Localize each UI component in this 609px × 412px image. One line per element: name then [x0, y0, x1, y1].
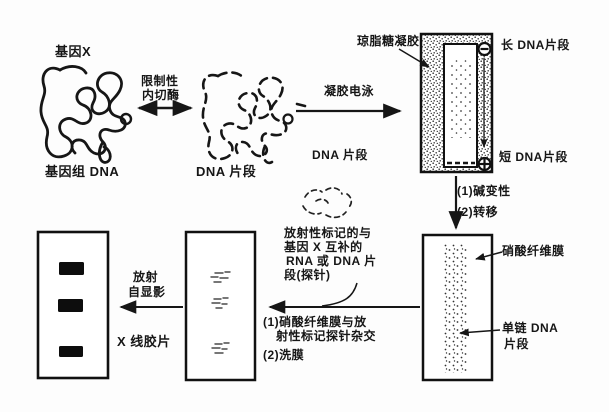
wash-step-label: (2)洗膜: [263, 348, 305, 362]
gel-electrophoresis-label: 凝胶电泳: [324, 84, 375, 98]
probe-label-line3: RNA 或 DNA 片: [286, 254, 377, 268]
ssdna-band: [443, 243, 468, 373]
hybridize-step-label-line1: (1)硝酸纤维膜与放: [263, 315, 367, 329]
restriction-enzyme-label-line2: 内切酶: [142, 88, 180, 102]
hybridize-step-label-line2: 射性标记探针杂交: [276, 329, 377, 343]
film-band: [58, 299, 83, 312]
genomic-dna-label: 基因组 DNA: [45, 164, 120, 179]
autoradiography-label-line1: 放射: [133, 270, 159, 284]
genomic-dna-drawing: [39, 65, 133, 164]
nitrocellulose-label: 硝酸纤维膜: [502, 244, 565, 258]
plus-electrode-icon: [477, 156, 492, 172]
hybridized-membrane-box: [184, 230, 257, 382]
gel-lane-smear: [449, 58, 473, 138]
xray-film-label: X 线胶片: [117, 334, 171, 349]
short-dna-label: 短 DNA片段: [499, 150, 568, 164]
ssdna-pointer: [459, 328, 501, 337]
probe-label-line2: 基因 X 互补的: [284, 240, 363, 254]
probe-label-line4: 段(探针): [284, 268, 331, 282]
agarose-gel-pointer: [398, 48, 430, 68]
xray-film-box: [36, 230, 110, 380]
gene-x-label: 基因X: [55, 44, 92, 59]
ssdna-label-line1: 单链 DNA: [502, 321, 559, 335]
probe-connector-curve: [321, 282, 358, 307]
faint-hybridized-bands: [210, 271, 231, 354]
ssdna-label-line2: 片段: [504, 337, 530, 351]
dna-fragments-drawing: [201, 71, 307, 165]
restriction-enzyme-label-line1: 限制性: [141, 74, 179, 88]
long-dna-label: 长 DNA片段: [501, 38, 570, 52]
agarose-gel-label: 琼脂糖凝胶: [357, 34, 420, 48]
dna-fragments-label: DNA 片段: [196, 164, 257, 179]
minus-electrode-icon: [477, 41, 492, 57]
transfer-step-label: (2)转移: [457, 205, 499, 219]
probe-label-line1: 放射性标记的与: [284, 226, 372, 240]
film-band: [59, 262, 84, 275]
probe-drawing: [302, 187, 353, 219]
gel-box: [419, 32, 494, 174]
film-band: [59, 346, 83, 357]
dna-fragments-label-2: DNA 片段: [312, 148, 368, 162]
denature-step-label: (1)碱变性: [457, 184, 511, 198]
nitrocellulose-pointer: [475, 251, 503, 261]
autoradiography-label-line2: 自显影: [128, 285, 166, 299]
